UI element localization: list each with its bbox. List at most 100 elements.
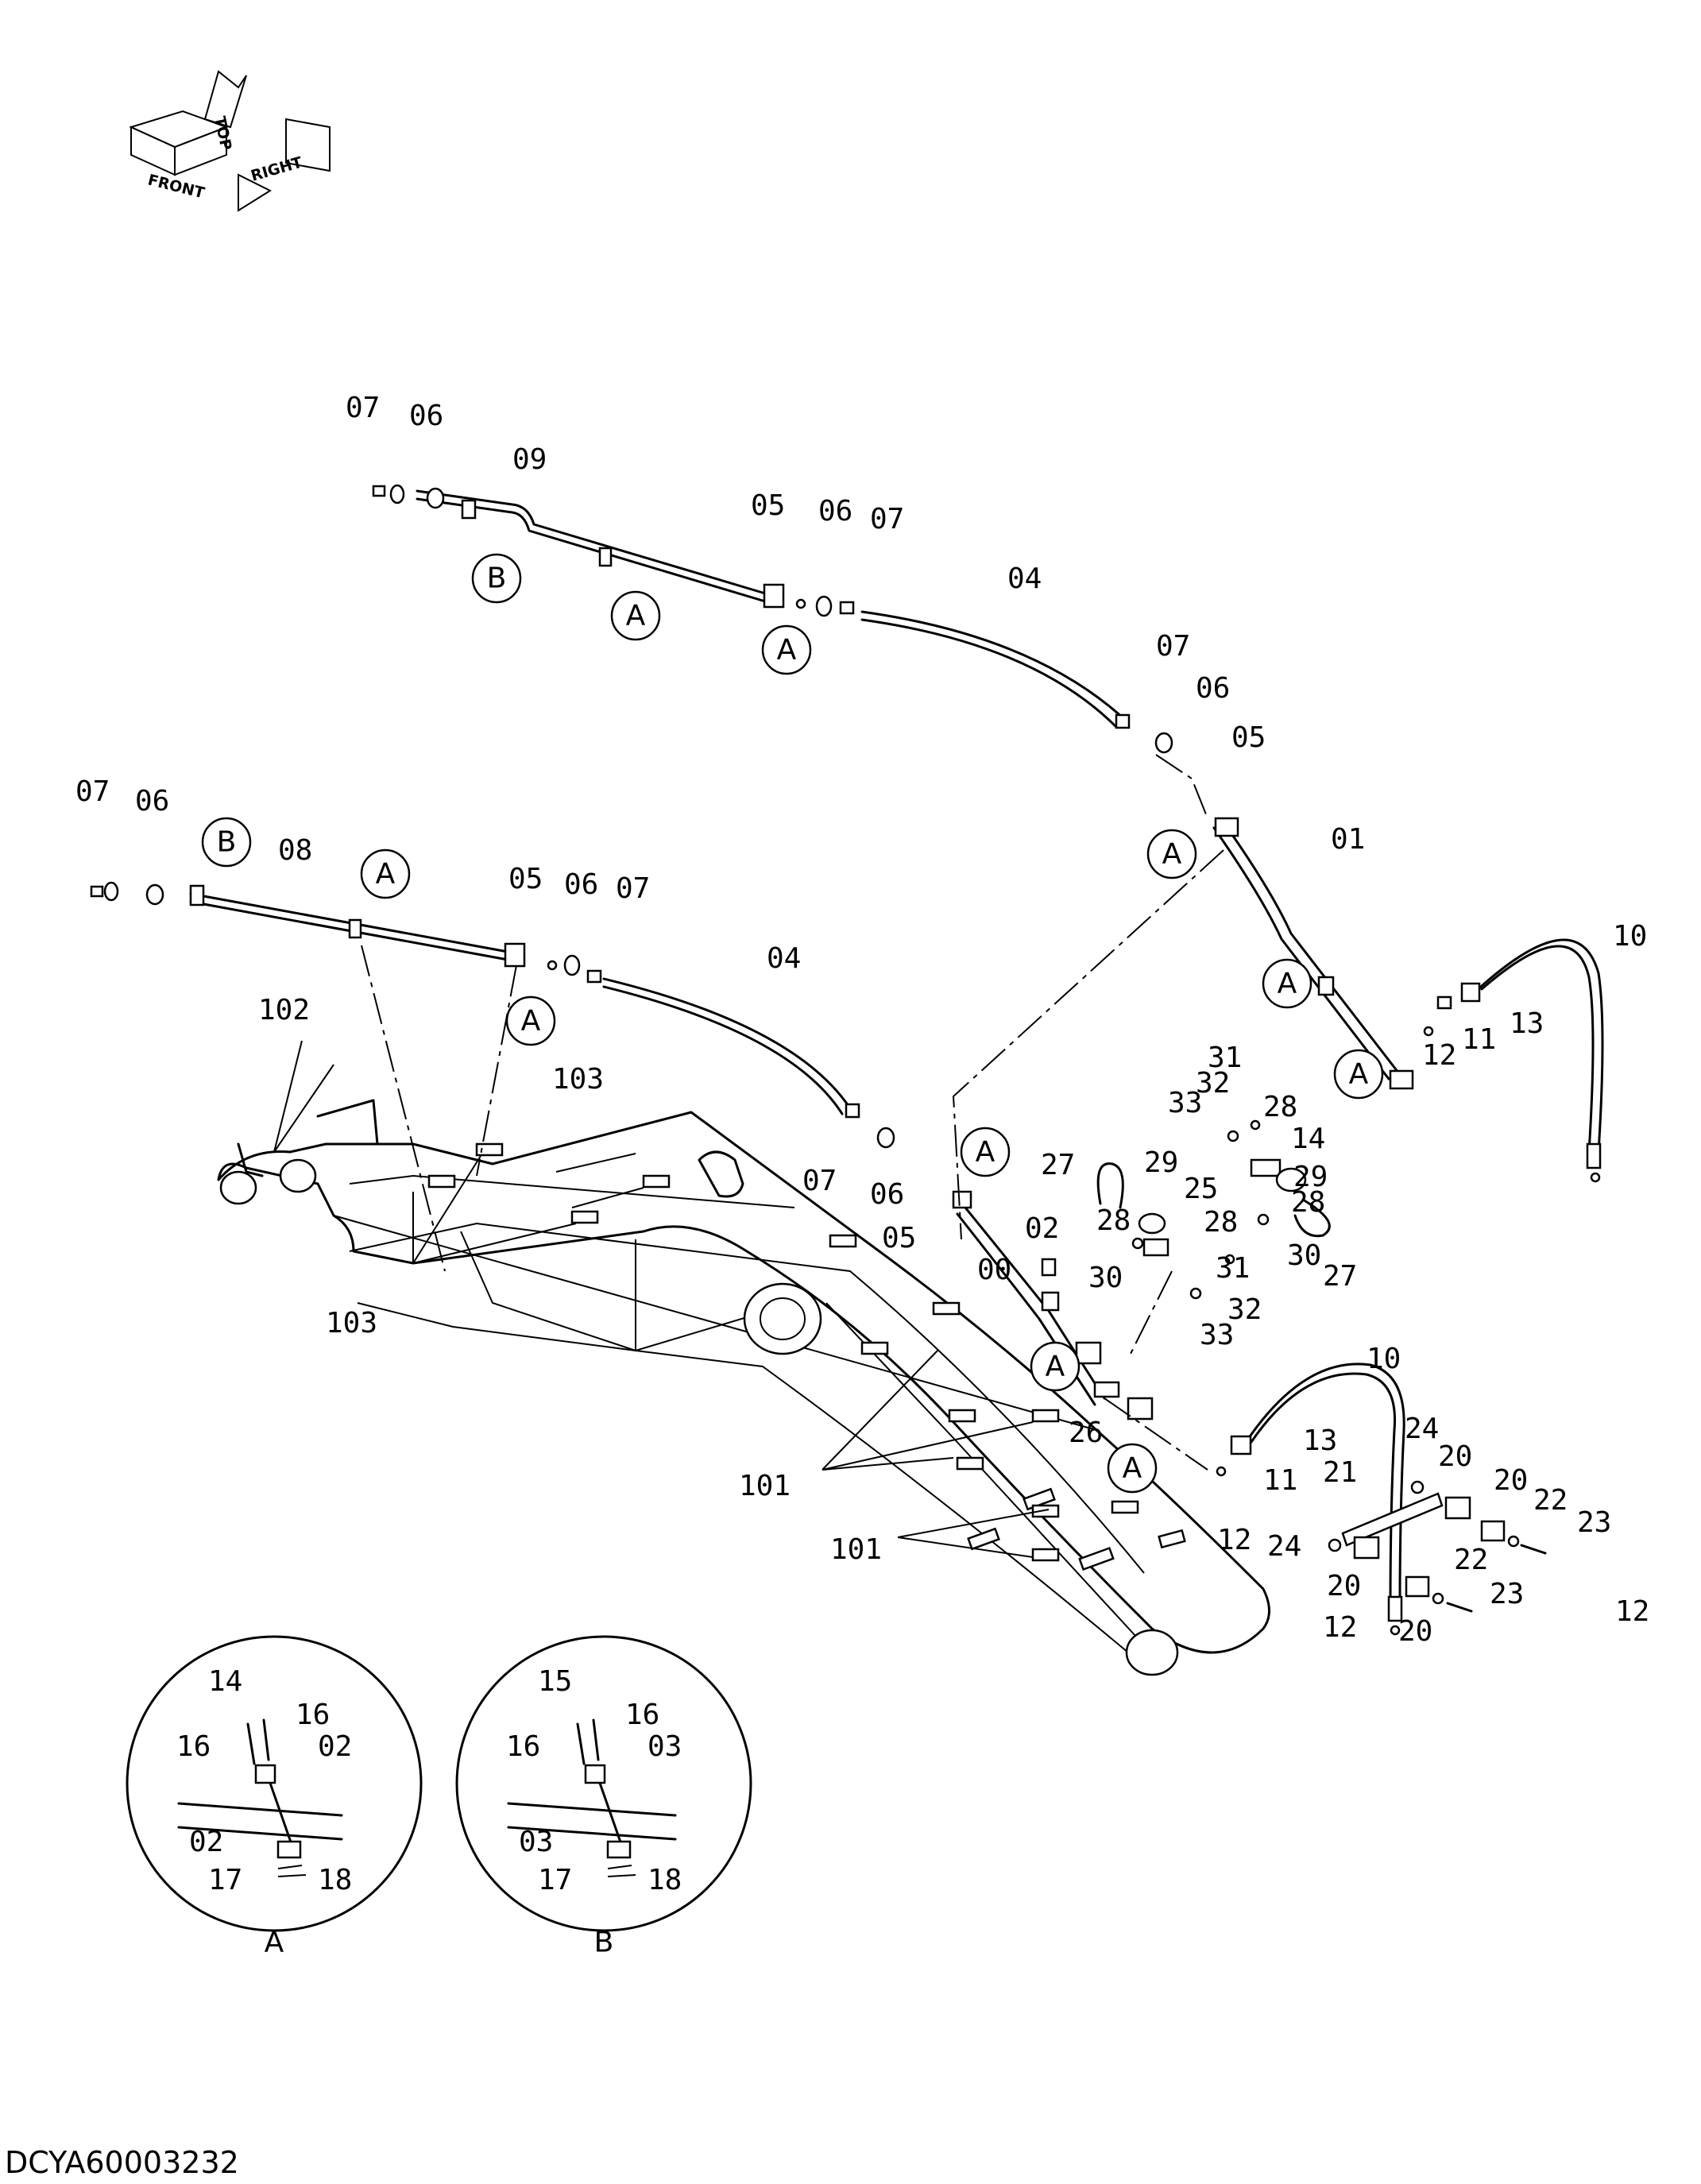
detail-view-title-a: A (265, 1927, 284, 1959)
part-label-26: 26 (1069, 1417, 1103, 1449)
svg-text:A: A (1123, 1452, 1142, 1485)
part-label-102: 102 (258, 994, 310, 1026)
part-label-101: 101 (739, 1470, 791, 1502)
clamp-20-d (1405, 1575, 1430, 1598)
plate-29-left (1138, 1212, 1166, 1235)
compass-front-label: FRONT (146, 172, 207, 203)
svg-text:A: A (1278, 968, 1297, 1000)
part-label-22: 22 (1533, 1484, 1568, 1517)
part-label-02: 02 (1025, 1212, 1059, 1245)
washer-22-a (1507, 1535, 1520, 1548)
clip-02 (1041, 1258, 1057, 1277)
boom-pad-1 (1158, 1529, 1186, 1549)
bolt-07-mid-left (90, 885, 104, 898)
plate-103-c (427, 1174, 456, 1189)
plate-101-d (948, 1409, 976, 1423)
part-label-05: 05 (882, 1222, 916, 1254)
callout-a-6: A (1333, 1049, 1384, 1100)
detail-a-label-17: 17 (208, 1864, 242, 1896)
oring-05-upper (795, 598, 806, 609)
part-label-33: 33 (1168, 1087, 1202, 1119)
part-label-07: 07 (802, 1165, 837, 1197)
part-label-11: 11 (1263, 1464, 1297, 1497)
hose-fitting-10-upper-end (1586, 1142, 1602, 1169)
part-label-07: 07 (75, 775, 110, 808)
part-label-06: 06 (818, 495, 852, 528)
callout-a-3: A (761, 624, 812, 675)
bolt-07-mid (586, 969, 602, 984)
svg-text:A: A (1046, 1351, 1065, 1383)
part-label-30: 30 (1287, 1239, 1321, 1272)
part-label-06: 06 (870, 1178, 904, 1211)
clamp-a-upper-2 (763, 583, 785, 609)
hose-10-upper (1423, 938, 1604, 1183)
part-label-12: 12 (1217, 1524, 1251, 1556)
part-label-20: 20 (1438, 1440, 1472, 1473)
part-label-32: 32 (1196, 1067, 1230, 1100)
part-label-30: 30 (1088, 1262, 1123, 1294)
oring-12-lower (1216, 1466, 1227, 1477)
part-label-05: 05 (751, 489, 785, 522)
nut-24-b (1328, 1538, 1342, 1552)
part-label-31: 31 (1208, 1042, 1242, 1074)
svg-text:B: B (487, 562, 507, 595)
hose-end-upper (1115, 713, 1131, 729)
detail-b-clamp-bottom (606, 1840, 632, 1859)
part-label-11: 11 (1462, 1023, 1496, 1056)
drawing-number: DCYA60003232 (5, 2145, 239, 2180)
part-label-20: 20 (1327, 1570, 1361, 1602)
part-label-12: 12 (1615, 1595, 1649, 1628)
bolt-23-a (1520, 1544, 1547, 1555)
plate-103-b (642, 1174, 671, 1189)
part-label-29: 29 (1144, 1146, 1178, 1179)
part-label-13: 13 (1303, 1424, 1337, 1457)
plate-29-right (1275, 1167, 1307, 1193)
part-label-20: 20 (1398, 1615, 1432, 1648)
clamp-a-upper-4 (1317, 976, 1335, 996)
bolt-07-top-left (372, 485, 386, 497)
oring-12-lower-end (1390, 1625, 1401, 1636)
svg-text:A: A (521, 1005, 541, 1038)
clamp-a-mid-4 (1041, 1291, 1060, 1312)
hose-fitting-10-upper (1460, 982, 1481, 1003)
part-label-32: 32 (1227, 1293, 1262, 1326)
fitting-mid-left (145, 883, 164, 906)
pipe-end-00 (1127, 1397, 1154, 1421)
part-label-12: 12 (1422, 1039, 1456, 1072)
middle-pipe-assembly (90, 881, 1154, 1421)
detail-view-b (455, 1635, 752, 1932)
part-label-101: 101 (830, 1533, 882, 1566)
ubolt-assemblies (1093, 1119, 1331, 1398)
svg-text:A: A (1349, 1058, 1369, 1091)
pipe-end-01 (1389, 1069, 1414, 1090)
boom-plates (427, 1142, 1139, 1562)
boom-pad-4 (967, 1527, 1000, 1551)
part-label-01: 01 (1331, 823, 1365, 856)
boom-pin-right (279, 1158, 317, 1193)
detail-b-label-17: 17 (538, 1864, 572, 1896)
detail-b-clamp-top (584, 1764, 606, 1784)
svg-text:A: A (1162, 838, 1182, 871)
part-label-14: 14 (1291, 1123, 1325, 1155)
part-label-13: 13 (1510, 1007, 1544, 1040)
boom-center-pin (743, 1282, 822, 1355)
detail-b-label-15: 15 (538, 1665, 572, 1698)
upper-pipe-assembly (372, 484, 1414, 1090)
plate-103-a (475, 1142, 504, 1157)
part-label-06: 06 (564, 868, 598, 901)
callout-a-9: A (505, 995, 556, 1046)
part-label-10: 10 (1367, 1343, 1401, 1375)
clamp-20-c (1480, 1520, 1506, 1542)
part-label-12: 12 (1323, 1611, 1357, 1644)
part-label-04: 04 (1007, 562, 1042, 595)
part-label-07: 07 (616, 872, 650, 905)
orientation-compass-icon: FRONT TOP RIGHT (129, 70, 331, 212)
callout-a-8: A (360, 848, 411, 899)
callout-a-12: A (1107, 1443, 1158, 1494)
clamp-b-mid (189, 884, 205, 906)
detail-a-label-16: 16 (176, 1730, 211, 1763)
bolt-07-upper (839, 601, 855, 615)
